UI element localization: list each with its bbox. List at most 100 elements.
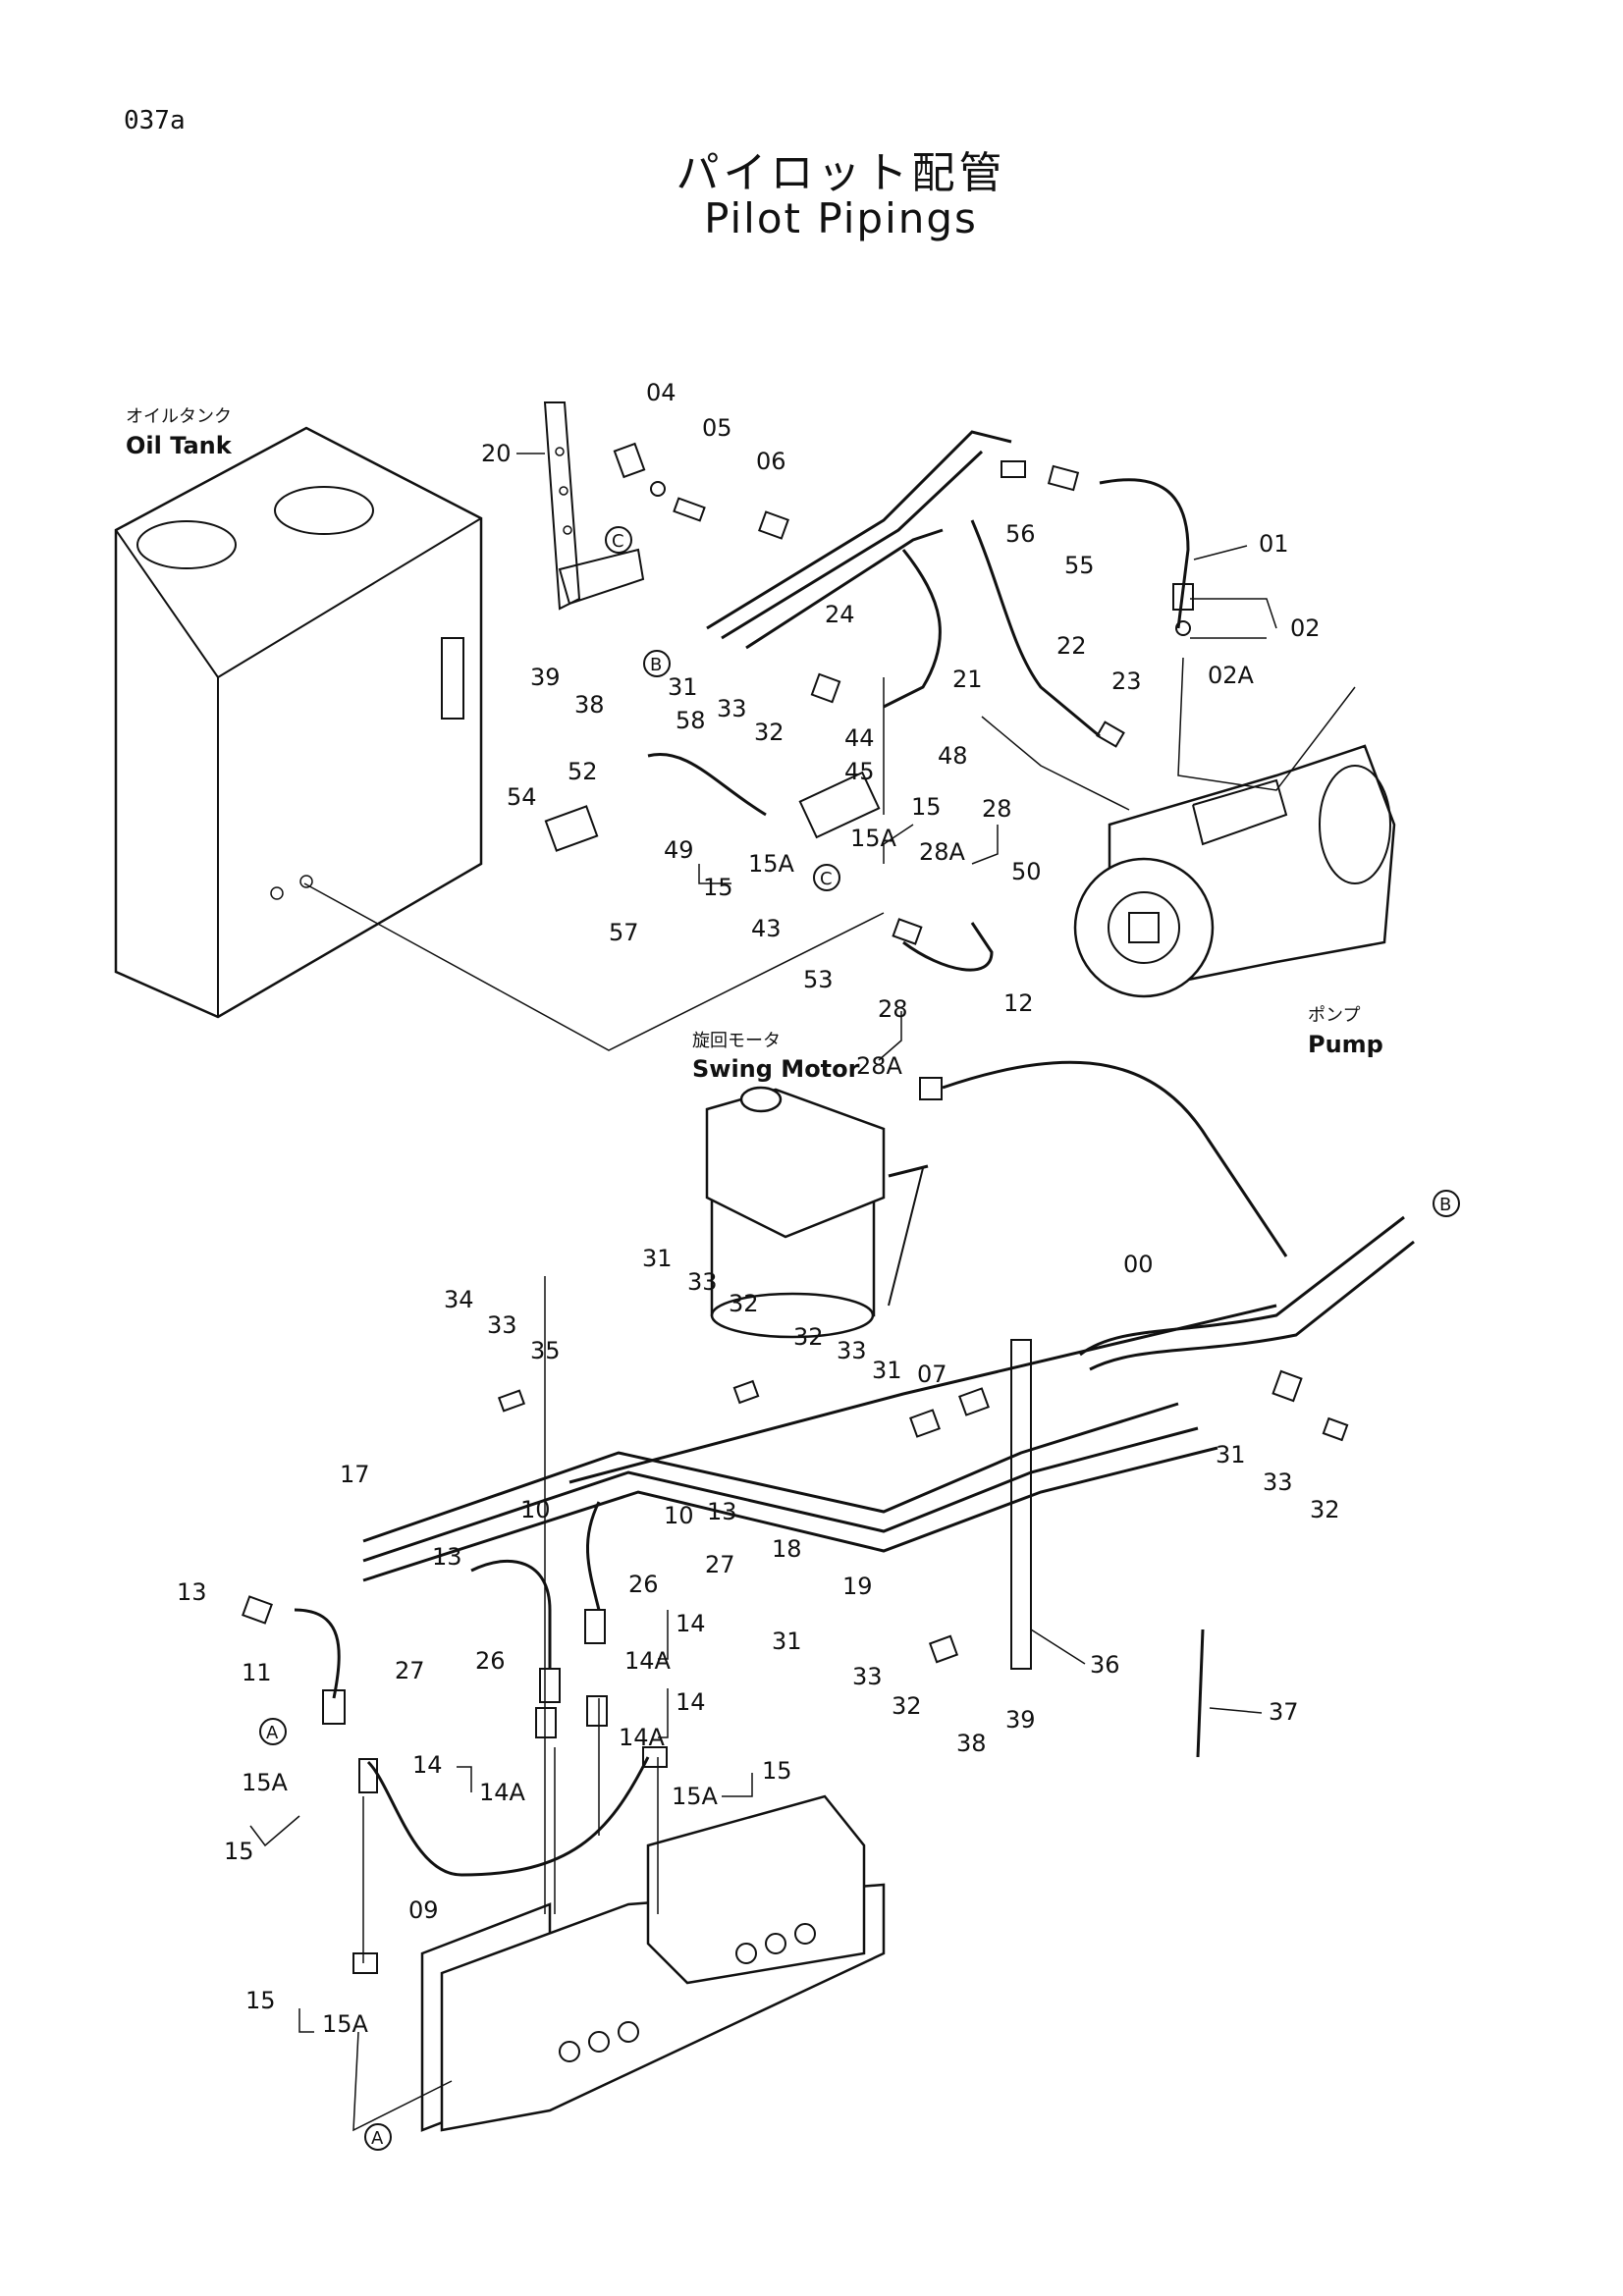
part-label-13c: 13 [177, 1578, 207, 1606]
part-label-50: 50 [1011, 858, 1042, 885]
part-label-39b: 39 [1005, 1706, 1036, 1734]
part-label-22: 22 [1056, 632, 1087, 660]
page-title-japanese: パイロット配管 [676, 148, 1006, 198]
swing-motor-drawing [705, 1086, 929, 1339]
part-label-33d: 33 [837, 1337, 867, 1364]
part-label-10a: 10 [520, 1496, 551, 1523]
part-label-28a: 28 [982, 795, 1012, 823]
part-label-12: 12 [1003, 989, 1034, 1017]
part-label-57: 57 [609, 919, 639, 946]
page-title-english: Pilot Pipings [704, 194, 978, 242]
part-label-28b: 28 [878, 995, 908, 1023]
ref-marker-c-top: C [605, 526, 632, 554]
swing-motor-label-jp: 旋回モータ [692, 1031, 781, 1051]
part-label-43: 43 [751, 915, 782, 942]
part-number-labels: 04 05 06 20 39 38 31 33 32 24 21 22 23 5… [177, 379, 1340, 2038]
part-label-24: 24 [825, 601, 855, 628]
part-label-09: 09 [408, 1896, 439, 1924]
part-label-28Aa: 28A [919, 838, 966, 866]
part-label-53: 53 [803, 966, 834, 993]
part-label-15e: 15 [245, 1987, 276, 2014]
part-label-32e: 32 [892, 1692, 922, 1720]
part-label-44: 44 [844, 724, 875, 752]
part-label-19: 19 [842, 1573, 873, 1600]
part-label-36: 36 [1090, 1651, 1120, 1679]
part-label-06: 06 [756, 448, 786, 475]
part-label-26a: 26 [628, 1571, 659, 1598]
bracket-36 [1010, 1339, 1032, 1670]
part-label-31a: 31 [668, 673, 698, 701]
ref-marker-a-left: A [259, 1718, 287, 1745]
part-label-32b: 32 [729, 1290, 759, 1317]
part-label-13a: 13 [707, 1498, 737, 1525]
part-label-38b: 38 [956, 1730, 987, 1757]
part-label-31e: 31 [772, 1628, 802, 1655]
swing-motor-label-en: Swing Motor [692, 1055, 860, 1083]
part-label-14Aa: 14A [624, 1647, 672, 1675]
part-label-27a: 27 [705, 1551, 735, 1578]
part-label-15Aa: 15A [748, 850, 795, 878]
part-label-33c: 33 [487, 1311, 517, 1339]
control-valve-drawing [420, 1794, 886, 2132]
part-label-58: 58 [676, 707, 706, 734]
part-label-18: 18 [772, 1535, 802, 1563]
part-label-33a: 33 [717, 695, 747, 722]
svg-text:A: A [266, 1723, 279, 1743]
bracket-20 [543, 401, 645, 611]
part-label-15d: 15 [762, 1757, 792, 1785]
part-label-35: 35 [530, 1337, 561, 1364]
part-label-38a: 38 [574, 691, 605, 719]
part-label-02: 02 [1290, 614, 1321, 642]
part-label-52: 52 [568, 758, 598, 785]
part-label-14Ac: 14A [479, 1779, 526, 1806]
svg-text:A: A [371, 2128, 384, 2149]
part-label-04: 04 [646, 379, 676, 406]
pipe-runs [294, 430, 1415, 1877]
ref-marker-a-bottom: A [364, 2123, 392, 2151]
ref-marker-b-right: B [1433, 1190, 1460, 1217]
svg-text:B: B [650, 655, 662, 675]
part-label-11: 11 [242, 1659, 272, 1686]
oil-tank-drawing [114, 426, 483, 1019]
label-leader-lines [249, 453, 1277, 2033]
part-label-33b: 33 [687, 1268, 718, 1296]
part-label-14b: 14 [676, 1688, 706, 1716]
connection-lines [303, 657, 1356, 2132]
part-label-02A: 02A [1208, 662, 1255, 689]
cable-tie-37 [1196, 1629, 1205, 1758]
ref-marker-b-top: B [643, 650, 671, 677]
part-label-07: 07 [917, 1361, 947, 1388]
part-label-31d: 31 [1216, 1441, 1246, 1468]
fittings [242, 442, 1349, 1974]
part-label-14c: 14 [412, 1751, 443, 1779]
part-label-15Ab: 15A [850, 825, 897, 852]
part-label-55: 55 [1064, 552, 1095, 579]
part-label-15Ad: 15A [672, 1783, 719, 1810]
part-label-33e: 33 [1263, 1468, 1293, 1496]
part-label-31b: 31 [642, 1245, 673, 1272]
part-label-15a: 15 [703, 874, 733, 901]
part-label-28Ab: 28A [856, 1052, 903, 1080]
part-label-37: 37 [1269, 1698, 1299, 1726]
part-label-33f: 33 [852, 1663, 883, 1690]
pump-drawing [1073, 744, 1396, 998]
part-label-23: 23 [1111, 667, 1142, 695]
part-label-10b: 10 [664, 1502, 694, 1529]
part-label-13b: 13 [432, 1543, 462, 1571]
part-label-56: 56 [1005, 520, 1036, 548]
part-label-01: 01 [1259, 530, 1289, 558]
part-label-32d: 32 [1310, 1496, 1340, 1523]
part-label-27b: 27 [395, 1657, 425, 1684]
svg-text:C: C [612, 531, 624, 552]
part-label-49: 49 [664, 836, 694, 864]
pump-label-jp: ポンプ [1308, 1005, 1360, 1026]
page-number: 037a [124, 106, 186, 135]
part-label-31c: 31 [872, 1357, 902, 1384]
part-label-05: 05 [702, 414, 732, 442]
part-label-17: 17 [340, 1461, 370, 1488]
oil-tank-label-jp: オイルタンク [126, 406, 232, 427]
part-label-32c: 32 [793, 1323, 824, 1351]
svg-text:C: C [820, 869, 833, 889]
part-label-00: 00 [1123, 1251, 1154, 1278]
